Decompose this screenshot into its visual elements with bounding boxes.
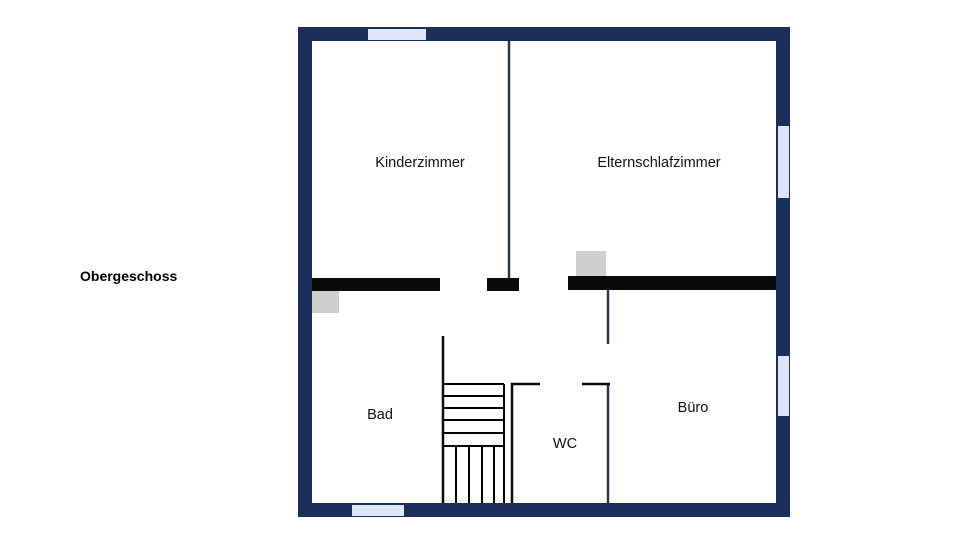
window-bottom [352,505,404,516]
room-label-elternschlafzimmer: Elternschlafzimmer [597,155,720,171]
window-right-upper [778,126,789,198]
outer-walls [298,27,790,517]
shaft-eltern [576,251,606,276]
interior-wall-middle [487,278,519,291]
floor-label: Obergeschoss [80,268,178,284]
windows [352,29,789,516]
outer-wall-bottom [298,503,790,517]
window-top [368,29,426,40]
outer-wall-left [298,27,312,517]
room-label-buero: Büro [678,400,709,416]
room-label-bad: Bad [367,407,393,423]
staircase [443,383,505,503]
interior-walls [312,276,776,291]
interior-wall-right [568,276,776,290]
shaft-bad [312,291,339,313]
room-label-wc: WC [553,436,577,452]
interior-wall-left [312,278,440,291]
shafts [312,251,606,313]
outer-wall-right [776,27,790,517]
window-right-lower [778,356,789,416]
room-label-kinderzimmer: Kinderzimmer [375,155,465,171]
